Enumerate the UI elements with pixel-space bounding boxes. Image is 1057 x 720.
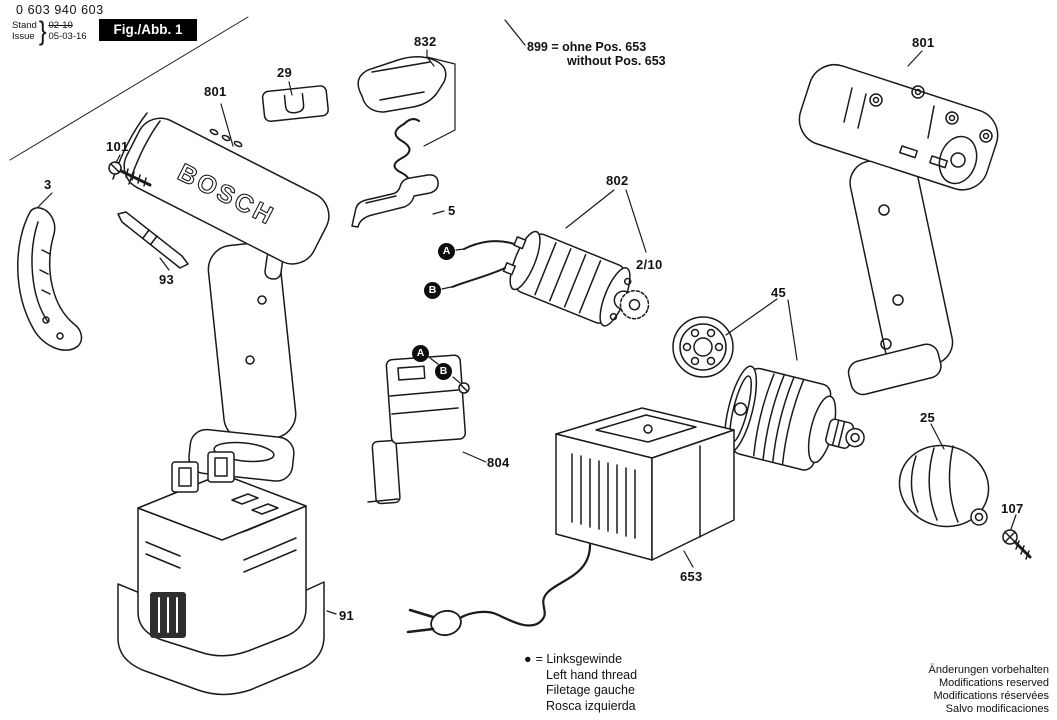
left-hand-thread-dot-icon: ● bbox=[524, 652, 532, 666]
callout-107: 107 bbox=[1001, 501, 1024, 516]
callout-802: 802 bbox=[606, 173, 629, 188]
issue-value: 05-03-16 bbox=[48, 31, 87, 42]
callout-5: 5 bbox=[448, 203, 456, 218]
issue-label: Issue bbox=[12, 31, 35, 42]
callout-801-left: 801 bbox=[204, 84, 227, 99]
callout-832: 832 bbox=[414, 34, 437, 49]
callout-2-10: 2/10 bbox=[636, 257, 663, 272]
screw-101-drawing bbox=[108, 161, 152, 187]
terminal-marker-a2: A bbox=[412, 345, 429, 362]
footer-en: Modifications reserved bbox=[938, 677, 1049, 689]
motor-802-drawing bbox=[451, 230, 650, 327]
clip-5-drawing bbox=[351, 174, 439, 228]
document-number: 0 603 940 603 bbox=[16, 3, 104, 17]
callout-45: 45 bbox=[771, 285, 787, 300]
terminal-marker-b1: B bbox=[424, 282, 441, 299]
note-899-line2: without Pos. 653 bbox=[567, 54, 666, 68]
note-899-line1: 899 = ohne Pos. 653 bbox=[527, 40, 647, 54]
callout-653: 653 bbox=[680, 569, 703, 584]
callout-25: 25 bbox=[920, 410, 936, 425]
gearbox-45-drawing bbox=[724, 365, 865, 471]
stand-label: Stand bbox=[12, 20, 37, 31]
callout-801-right: 801 bbox=[912, 35, 935, 50]
legend-left-hand-thread: ●= Linksgewinde Left hand thread Filetag… bbox=[524, 652, 637, 714]
callout-804: 804 bbox=[487, 455, 510, 470]
cover-3-drawing bbox=[17, 207, 83, 351]
stand-value: 02-10 bbox=[48, 20, 73, 31]
callout-29: 29 bbox=[277, 65, 293, 80]
legend-en: Left hand thread bbox=[546, 667, 638, 682]
legend-es: Rosca izquierda bbox=[546, 698, 636, 713]
screw-107-drawing bbox=[1002, 529, 1032, 560]
legend-de: = Linksgewinde bbox=[535, 652, 623, 666]
leader-lines bbox=[9, 16, 1017, 615]
note-899: 899 = ohne Pos. 653 without Pos. 653 bbox=[527, 40, 666, 68]
revision-values: 02-10 05-03-16 bbox=[49, 20, 87, 42]
plate-29-drawing bbox=[261, 85, 329, 122]
bit-93-drawing bbox=[117, 211, 189, 269]
legend-fr: Filetage gauche bbox=[546, 683, 635, 697]
battery-91-drawing bbox=[117, 451, 325, 696]
drill-housing-drawing: BOSCH bbox=[112, 112, 330, 482]
legend-line-1: ●= Linksgewinde bbox=[524, 652, 637, 668]
footer-es: Salvo modificaciones bbox=[945, 703, 1049, 715]
housing-shell-drawing bbox=[798, 64, 999, 396]
revision-block: Stand Issue } 02-10 05-03-16 bbox=[12, 15, 87, 46]
callout-91: 91 bbox=[339, 608, 355, 623]
footer-de: Änderungen vorbehalten bbox=[928, 664, 1049, 676]
revision-labels: Stand Issue bbox=[12, 20, 37, 42]
modifications-reserved-note: Änderungen vorbehalten Modifications res… bbox=[929, 664, 1049, 716]
charger-653-drawing bbox=[406, 407, 735, 637]
terminal-marker-a1: A bbox=[438, 243, 455, 260]
chuck-cap-25-drawing bbox=[898, 444, 990, 528]
callout-3: 3 bbox=[44, 177, 52, 192]
revision-brace: } bbox=[38, 15, 47, 46]
clutch-plate-drawing bbox=[672, 316, 734, 378]
footer-fr: Modifications réservées bbox=[933, 690, 1049, 702]
terminal-marker-b2: B bbox=[435, 363, 452, 380]
figure-label: Fig./Abb. 1 bbox=[99, 19, 197, 41]
clip-832-drawing bbox=[357, 56, 447, 113]
callout-101: 101 bbox=[106, 139, 129, 154]
callout-93: 93 bbox=[159, 272, 175, 287]
